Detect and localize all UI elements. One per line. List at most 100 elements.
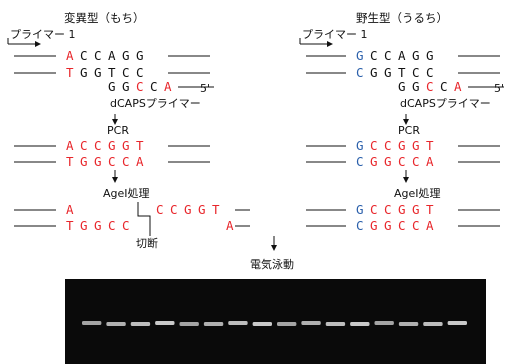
cut-label: 切断 bbox=[136, 236, 158, 250]
electrophoresis-label: 電気泳動 bbox=[250, 257, 294, 271]
agei-label: AgeI処理 bbox=[103, 187, 150, 200]
digest-top-left: A bbox=[66, 202, 74, 217]
nucleotide: C bbox=[384, 202, 392, 217]
nucleotide: T bbox=[426, 202, 434, 217]
dcaps-primer-label: dCAPSプライマー bbox=[400, 97, 491, 110]
nucleotide: C bbox=[356, 154, 364, 169]
gel-band bbox=[398, 322, 419, 326]
nucleotide: G bbox=[412, 79, 420, 94]
wildtype-title: 野生型（うるち） bbox=[356, 11, 448, 25]
primer-5prime: 5' bbox=[200, 82, 210, 95]
nucleotide: G bbox=[426, 48, 434, 63]
nucleotide: C bbox=[440, 79, 448, 94]
gel-band bbox=[203, 322, 224, 326]
gel-band bbox=[301, 321, 321, 325]
nucleotide: C bbox=[370, 138, 378, 153]
nucleotide: C bbox=[412, 65, 420, 80]
cut-bracket bbox=[137, 202, 151, 232]
mutant-title: 変異型（もち） bbox=[64, 11, 145, 25]
nucleotide: G bbox=[356, 138, 364, 153]
nucleotide: G bbox=[198, 202, 206, 217]
nucleotide: A bbox=[454, 79, 462, 94]
nucleotide: A bbox=[108, 48, 116, 63]
nucleotide: G bbox=[412, 48, 420, 63]
nucleotide: C bbox=[426, 65, 434, 80]
gel-background bbox=[65, 279, 486, 364]
nucleotide: C bbox=[384, 48, 392, 63]
nucleotide: G bbox=[384, 65, 392, 80]
nucleotide: G bbox=[356, 202, 364, 217]
nucleotide: C bbox=[108, 218, 116, 233]
nucleotide: G bbox=[384, 218, 392, 233]
nucleotide: A bbox=[136, 154, 144, 169]
nucleotide: C bbox=[150, 79, 158, 94]
nucleotide: G bbox=[356, 48, 364, 63]
nucleotide: G bbox=[80, 65, 88, 80]
nucleotide: T bbox=[66, 65, 74, 80]
nucleotide: A bbox=[426, 218, 434, 233]
primer1-label: プライマー 1 bbox=[10, 28, 76, 41]
agei-label: AgeI処理 bbox=[394, 187, 441, 200]
gel-band bbox=[374, 321, 394, 325]
nucleotide: C bbox=[94, 138, 102, 153]
nucleotide: C bbox=[136, 65, 144, 80]
nucleotide: G bbox=[412, 138, 420, 153]
nucleotide: C bbox=[170, 202, 178, 217]
nucleotide: C bbox=[370, 202, 378, 217]
nucleotide: C bbox=[122, 65, 130, 80]
nucleotide: C bbox=[94, 48, 102, 63]
nucleotide: G bbox=[370, 65, 378, 80]
nucleotide: G bbox=[398, 202, 406, 217]
nucleotide: C bbox=[122, 154, 130, 169]
nucleotide: G bbox=[412, 202, 420, 217]
nucleotide: A bbox=[398, 48, 406, 63]
gel-band bbox=[82, 321, 102, 325]
nucleotide: C bbox=[136, 79, 144, 94]
nucleotide: G bbox=[108, 79, 116, 94]
digest-bottom-right: A bbox=[226, 218, 234, 233]
nucleotide: G bbox=[136, 48, 144, 63]
nucleotide: G bbox=[122, 48, 130, 63]
nucleotide: C bbox=[398, 218, 406, 233]
nucleotide: C bbox=[122, 218, 130, 233]
gel-band bbox=[447, 321, 467, 325]
nucleotide: G bbox=[184, 202, 192, 217]
nucleotide: C bbox=[412, 154, 420, 169]
primer1-arrow bbox=[299, 38, 333, 47]
nucleotide: G bbox=[370, 218, 378, 233]
nucleotide: C bbox=[356, 218, 364, 233]
nucleotide: C bbox=[370, 48, 378, 63]
nucleotide: G bbox=[122, 79, 130, 94]
nucleotide: T bbox=[66, 154, 74, 169]
nucleotide: G bbox=[384, 154, 392, 169]
gel-image bbox=[65, 279, 486, 364]
nucleotide: A bbox=[66, 138, 74, 153]
gel-band bbox=[252, 322, 272, 326]
pcr-label: PCR bbox=[398, 124, 420, 137]
gel-band bbox=[277, 322, 297, 326]
nucleotide: C bbox=[356, 65, 364, 80]
nucleotide: T bbox=[66, 218, 74, 233]
nucleotide: G bbox=[398, 79, 406, 94]
gel-band bbox=[325, 322, 346, 326]
pcr-label: PCR bbox=[107, 124, 129, 137]
nucleotide: C bbox=[384, 138, 392, 153]
gel-band bbox=[423, 322, 443, 326]
nucleotide: T bbox=[398, 65, 406, 80]
nucleotide: T bbox=[426, 138, 434, 153]
gel-band bbox=[179, 322, 199, 326]
nucleotide: G bbox=[80, 154, 88, 169]
gel-band bbox=[130, 322, 151, 326]
gel-band bbox=[350, 322, 370, 326]
nucleotide: G bbox=[122, 138, 130, 153]
